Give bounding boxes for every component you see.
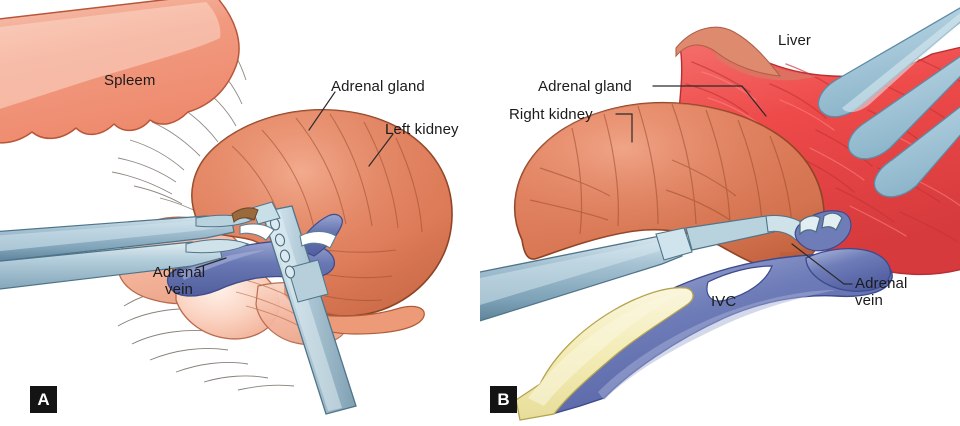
panel-b-artwork [480,7,960,421]
spleen-structure [0,0,240,144]
leader-lines [195,91,394,269]
label-adrenal-vein: Adrenal vein [152,264,206,298]
label-left-kidney: Left kidney [385,121,459,138]
leader-left-kidney [368,133,394,167]
kidney-surface-creases [529,103,793,235]
surgical-clip-on-vein [231,207,337,249]
panel-b: Liver Adrenal gland Right kidney Adrenal… [480,0,960,426]
clip-applier-instrument [251,201,357,415]
leader-right-kidney [615,113,633,143]
label-adrenal-vein: Adrenal vein [855,275,908,309]
grasper-instrument [480,214,807,322]
leader-adrenal-vein [791,243,853,285]
panel-a-artwork [0,0,453,415]
label-adrenal-gland: Adrenal gland [331,78,425,95]
panel-badge-a: A [30,386,57,413]
label-ivc: IVC [711,293,737,310]
leader-lines [615,85,853,285]
surgical-clips [799,212,843,236]
grasper-instrument [0,214,254,290]
leader-adrenal-gland [308,91,336,131]
label-liver: Liver [778,32,812,49]
leader-adrenal-vein [195,257,227,269]
label-adrenal-gland: Adrenal gland [538,78,632,95]
label-right-kidney: Right kidney [509,106,593,123]
panel-badge-b: B [490,386,517,413]
leader-adrenal-gland [652,85,767,117]
duodenum-structure [515,287,694,421]
fan-retractor-instrument [817,7,960,198]
adrenal-vein-structure [794,210,852,252]
ivc-structure [550,248,893,415]
label-spleen: Spleem [104,72,156,89]
liver-texture-light [701,71,960,237]
panel-a: Spleem Adrenal gland Left kidney Adrenal… [0,0,459,415]
